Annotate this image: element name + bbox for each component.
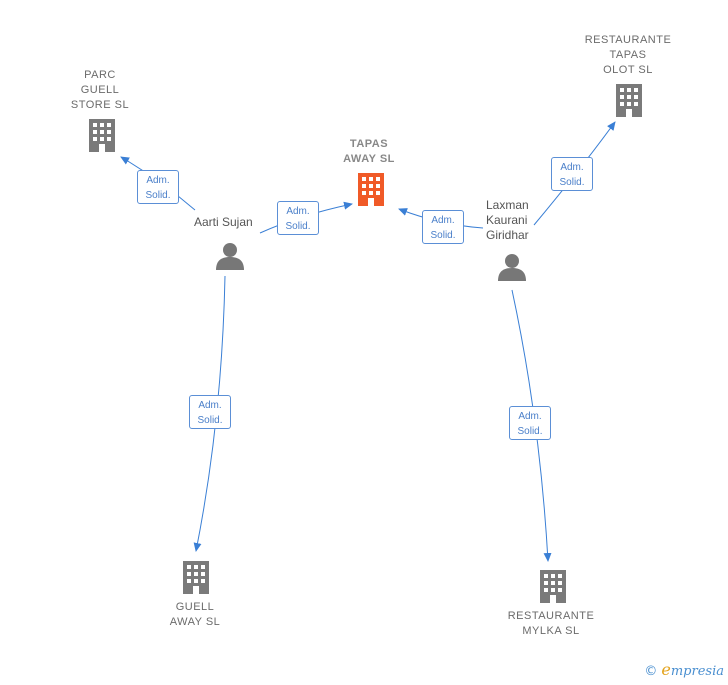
parc-guell-building-icon[interactable] — [89, 119, 115, 152]
edge-label-line1: Adm. — [560, 162, 584, 173]
edge-label-line2: Solid. — [145, 190, 171, 201]
tapas-away-building-icon[interactable] — [358, 173, 384, 206]
edge-label-line1: Adm. — [286, 206, 310, 217]
laxman-person-icon[interactable] — [498, 254, 526, 281]
copyright-icon: © — [644, 664, 658, 679]
edge-label-laxman-restaurante-mylka: Adm. Solid. — [509, 406, 551, 440]
person-label-aarti-sujan[interactable]: Aarti Sujan — [194, 215, 253, 229]
edge-label-line2: Solid. — [559, 177, 585, 188]
edge-label-line2: Solid. — [197, 415, 223, 426]
empresia-logo: ©empresia — [644, 660, 724, 679]
edge-label-line2: Solid. — [285, 221, 311, 232]
edge-label-laxman-tapas-away: Adm. Solid. — [422, 210, 464, 244]
edge-label-line1: Adm. — [518, 411, 542, 422]
edge-label-aarti-parc-guell: Adm. Solid. — [137, 170, 179, 204]
edge-label-line1: Adm. — [146, 175, 170, 186]
guell-away-building-icon[interactable] — [183, 561, 209, 594]
person-label-laxman-kaurani-giridhar[interactable]: Laxman Kaurani Giridhar — [486, 198, 529, 242]
company-label-tapas-away[interactable]: TAPAS AWAY SL — [343, 138, 395, 165]
company-label-guell-away[interactable]: GUELL AWAY SL — [169, 601, 221, 628]
aarti-person-icon[interactable] — [216, 243, 244, 270]
restaurante-mylka-building-icon[interactable] — [540, 570, 566, 603]
restaurante-tapas-olot-building-icon[interactable] — [616, 84, 642, 117]
brand-e: e — [661, 660, 671, 679]
company-label-parc-guell[interactable]: PARC GUELL STORE SL — [70, 69, 130, 111]
edge-label-line1: Adm. — [198, 400, 222, 411]
edge-label-aarti-guell-away: Adm. Solid. — [189, 395, 231, 429]
edge-label-line2: Solid. — [430, 230, 456, 241]
company-label-restaurante-tapas-olot[interactable]: RESTAURANTE TAPAS OLOT SL — [584, 34, 672, 76]
edge-label-aarti-tapas-away: Adm. Solid. — [277, 201, 319, 235]
company-label-restaurante-mylka[interactable]: RESTAURANTE MYLKA SL — [507, 610, 595, 637]
edge-label-laxman-restaurante-tapas-olot: Adm. Solid. — [551, 157, 593, 191]
edge-label-line2: Solid. — [517, 426, 543, 437]
edge-label-line1: Adm. — [431, 215, 455, 226]
brand-text: mpresia — [670, 664, 724, 679]
